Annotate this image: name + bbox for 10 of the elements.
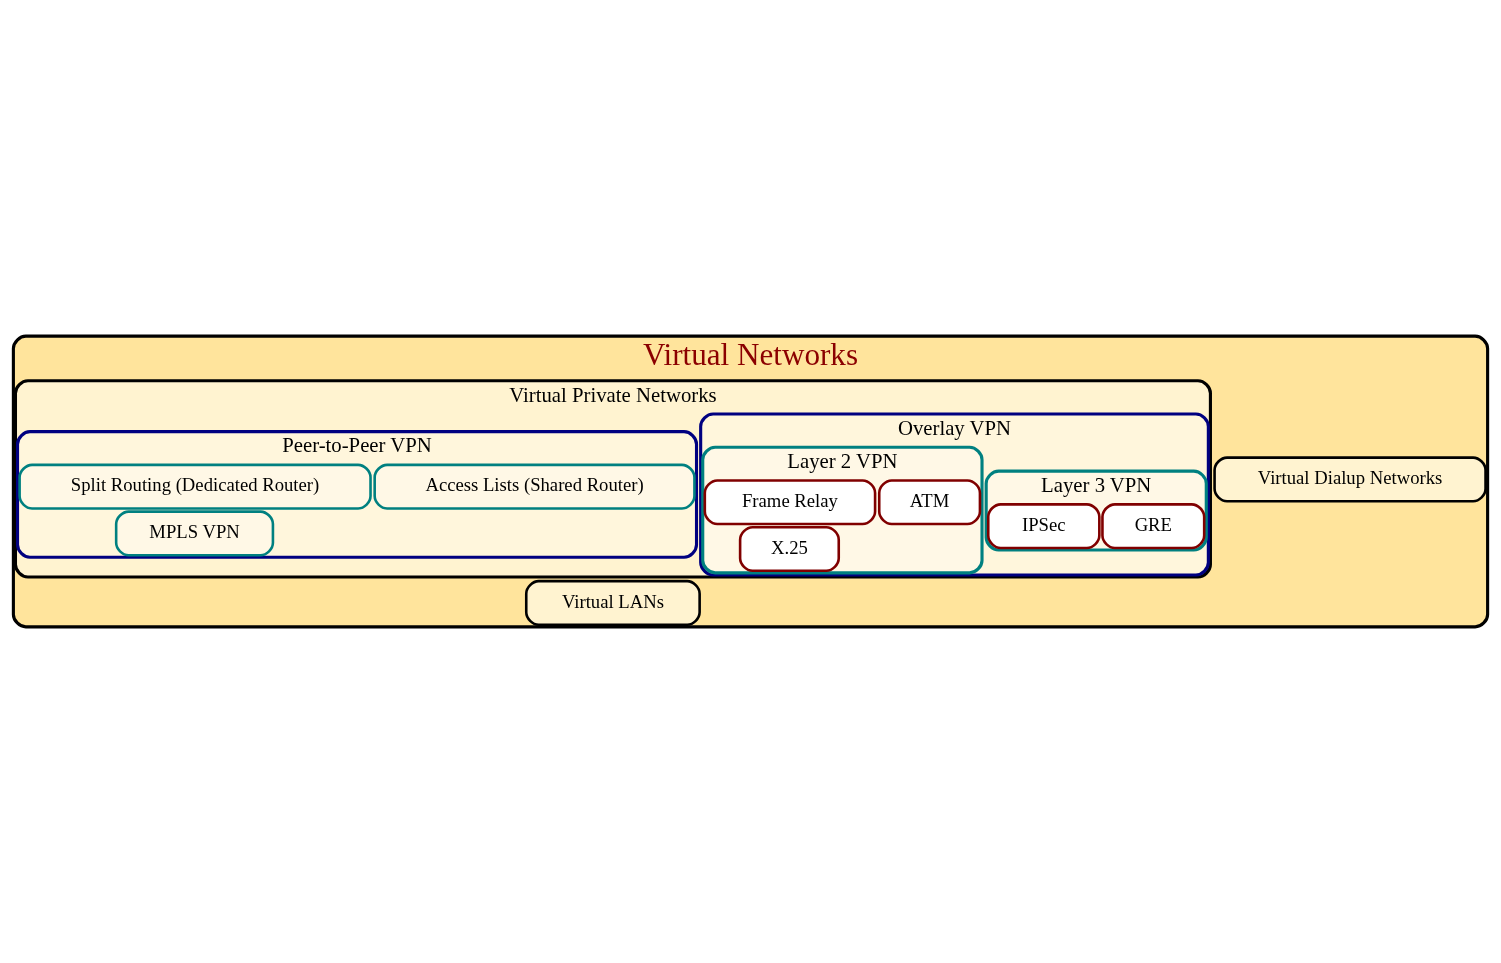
node-box: Virtual Dialup Networks xyxy=(1213,456,1487,503)
node-box: X.25 xyxy=(738,525,841,573)
node-box: MPLS VPN xyxy=(114,510,275,557)
node-box: ATM xyxy=(877,479,982,526)
node-box: Split Routing (Dedicated Router) xyxy=(18,463,372,510)
node-box: GRE xyxy=(1101,503,1206,550)
node-box: Access Lists (Shared Router) xyxy=(373,463,696,510)
node-box: Virtual LANs xyxy=(524,579,701,627)
node-box: IPSec xyxy=(986,503,1101,550)
node-box: Frame Relay xyxy=(703,479,877,526)
